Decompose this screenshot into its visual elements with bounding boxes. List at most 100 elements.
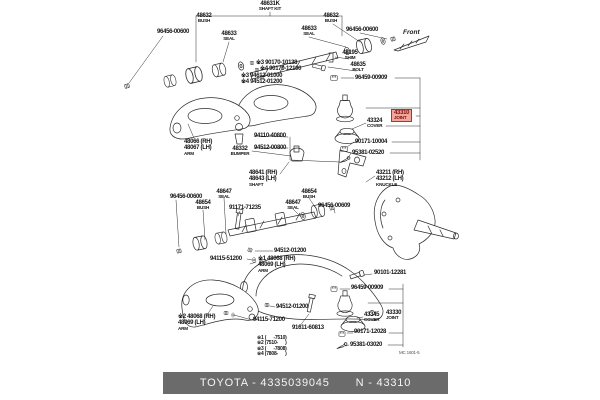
part-subname: SEAL [223, 36, 235, 42]
part-number: 48647 [216, 189, 232, 195]
upper-shaft-assembly [123, 36, 396, 89]
part-number: ※2 48068 (RH) 48069 (LH) [178, 314, 216, 327]
part-subname: SEAL [218, 194, 230, 200]
part-label-n95381-02520: 95381-02520 [352, 150, 384, 156]
part-number: 48632 [323, 13, 339, 19]
part-number: ※1 48068 (RH) 48069 (LH) [258, 256, 296, 269]
part-subname: ARM [258, 267, 268, 273]
part-number: 90171-12028 [354, 329, 387, 335]
part-number: 48632 [196, 13, 212, 19]
part-subname: BUSH [196, 205, 210, 211]
part-label-n90170-12100: ※4 90170-12100 [260, 66, 302, 72]
part-subname: ARM [178, 325, 188, 331]
legend-row: ※1 ( -7510) [257, 335, 287, 341]
part-subname: BUMPER [230, 151, 250, 157]
part-number: 96456-00600 [346, 27, 379, 33]
part-subname: COVER [367, 123, 383, 129]
part-number: 94512-01200 [276, 304, 309, 310]
part-number: 96456-00600 [170, 194, 203, 200]
part-label-n94512-00800: 94512-00800 [254, 145, 286, 151]
part-number: 94512-01200 [274, 248, 307, 254]
lower-control-arm [181, 247, 384, 328]
part-subname: COVER [364, 317, 380, 323]
part-number: ※3 90170-10138 [256, 60, 298, 66]
part-label-n90101-12281: 90101-12281 [374, 270, 406, 276]
part-number: 94115-71200 [253, 317, 285, 323]
part-number: 48635 [350, 62, 366, 68]
part-subname: KNUCKLE [376, 181, 398, 187]
part-label-n94110-40800: 94110-40800 [254, 133, 286, 139]
part-number: 48195 [342, 50, 358, 56]
part-number: ※4 90170-12100 [260, 66, 302, 72]
part-subname: SHAFT KIT [258, 6, 282, 12]
part-label-n94512-01200-top: ※4 94512-01200 [241, 79, 283, 85]
part-number: 96456-00600 [157, 29, 190, 35]
part-label-n94115-71200: 94115-71200 [253, 317, 285, 323]
part-number: 48631K [260, 1, 280, 7]
part-label-n95381-03020: 95381-03020 [350, 342, 382, 348]
part-label-n96456-00600-upper-left: 96456-00600 [157, 29, 189, 35]
part-number: 96459-00909 [355, 75, 388, 81]
part-label-n91171-71235: 91171-71235 [229, 205, 261, 211]
front-direction-label: Front [403, 29, 420, 36]
part-number: 48066 (RH) 48067 (LH) [184, 139, 213, 152]
part-label-n94512-01200-low: 94512-01200 [276, 304, 308, 310]
part-subname: JOINT [394, 115, 407, 121]
part-number: 48633 [301, 26, 317, 32]
part-number: 43211 (RH) 43212 (LH) [376, 170, 404, 183]
part-subname: SHIM [344, 55, 356, 61]
part-number: 43324 [367, 118, 383, 124]
part-label-n94115-51200: 94115-51200 [210, 256, 242, 262]
part-number: 96459-00909 [351, 285, 384, 291]
part-label-n96459-00909-lower: 96459-00909 [351, 285, 383, 291]
part-label-knuckle-43211: 43211 (RH) 43212 (LH)KNUCKLE [376, 170, 404, 188]
legend-row: ※2 (7510- ) [257, 340, 287, 347]
legend: ※1 ( -7510)※2 (7510- )※3 ( -7808)※4 (780… [257, 335, 287, 358]
upper-control-arm [169, 84, 367, 178]
part-label-lower-arm-48068-2: ※2 48068 (RH) 48069 (LH)ARM [178, 314, 215, 332]
part-label-lower-arm-48068-1: ※1 48068 (RH) 48069 (LH)ARM [258, 256, 295, 274]
part-label-n90171-12028: 90171-12028 [354, 329, 386, 335]
part-subname: BUSH [302, 194, 316, 200]
footer-bar: TOYOTA - 4335039045 N - 43310 [163, 372, 448, 394]
part-number: 94115-51200 [210, 256, 242, 262]
footer-catalog-code: TOYOTA - 4335039045 [199, 377, 330, 389]
part-number: 94512-00800 [254, 145, 287, 151]
part-subname: SHAFT [249, 181, 264, 187]
part-number: 90101-12281 [374, 270, 407, 276]
part-label-n96456-00600-lower-left: 96456-00600 [170, 194, 202, 200]
part-number: 48654 [195, 200, 211, 206]
part-label-upper-shaft-48641: 48641 (RH) 48643 (LH)SHAFT [249, 170, 277, 188]
part-label-n96456-00609-lower-right: 96456-00609 [318, 203, 350, 209]
part-subname: BOLT [352, 67, 364, 73]
part-number: 48633 [221, 31, 237, 37]
part-number: 96456-00609 [318, 203, 351, 209]
part-number: 48647 [285, 200, 301, 206]
part-label-n94612-01000: ※3 94612-01000 [241, 73, 283, 79]
part-label-upper-arm-48066: 48066 (RH) 48067 (LH)ARM [184, 139, 212, 157]
part-subname: JOINT [386, 315, 399, 321]
part-subname: BUSH [197, 18, 211, 24]
part-number: 95381-02520 [352, 150, 385, 156]
part-subname: ARM [184, 150, 194, 156]
steering-knuckle [373, 184, 459, 260]
part-label-n94512-01200-mid: 94512-01200 [274, 248, 306, 254]
footer-part-group-code: N - 43310 [355, 377, 412, 389]
part-number: 94110-40800 [254, 133, 286, 139]
part-label-n91611-60813: 91611-60813 [292, 325, 324, 331]
